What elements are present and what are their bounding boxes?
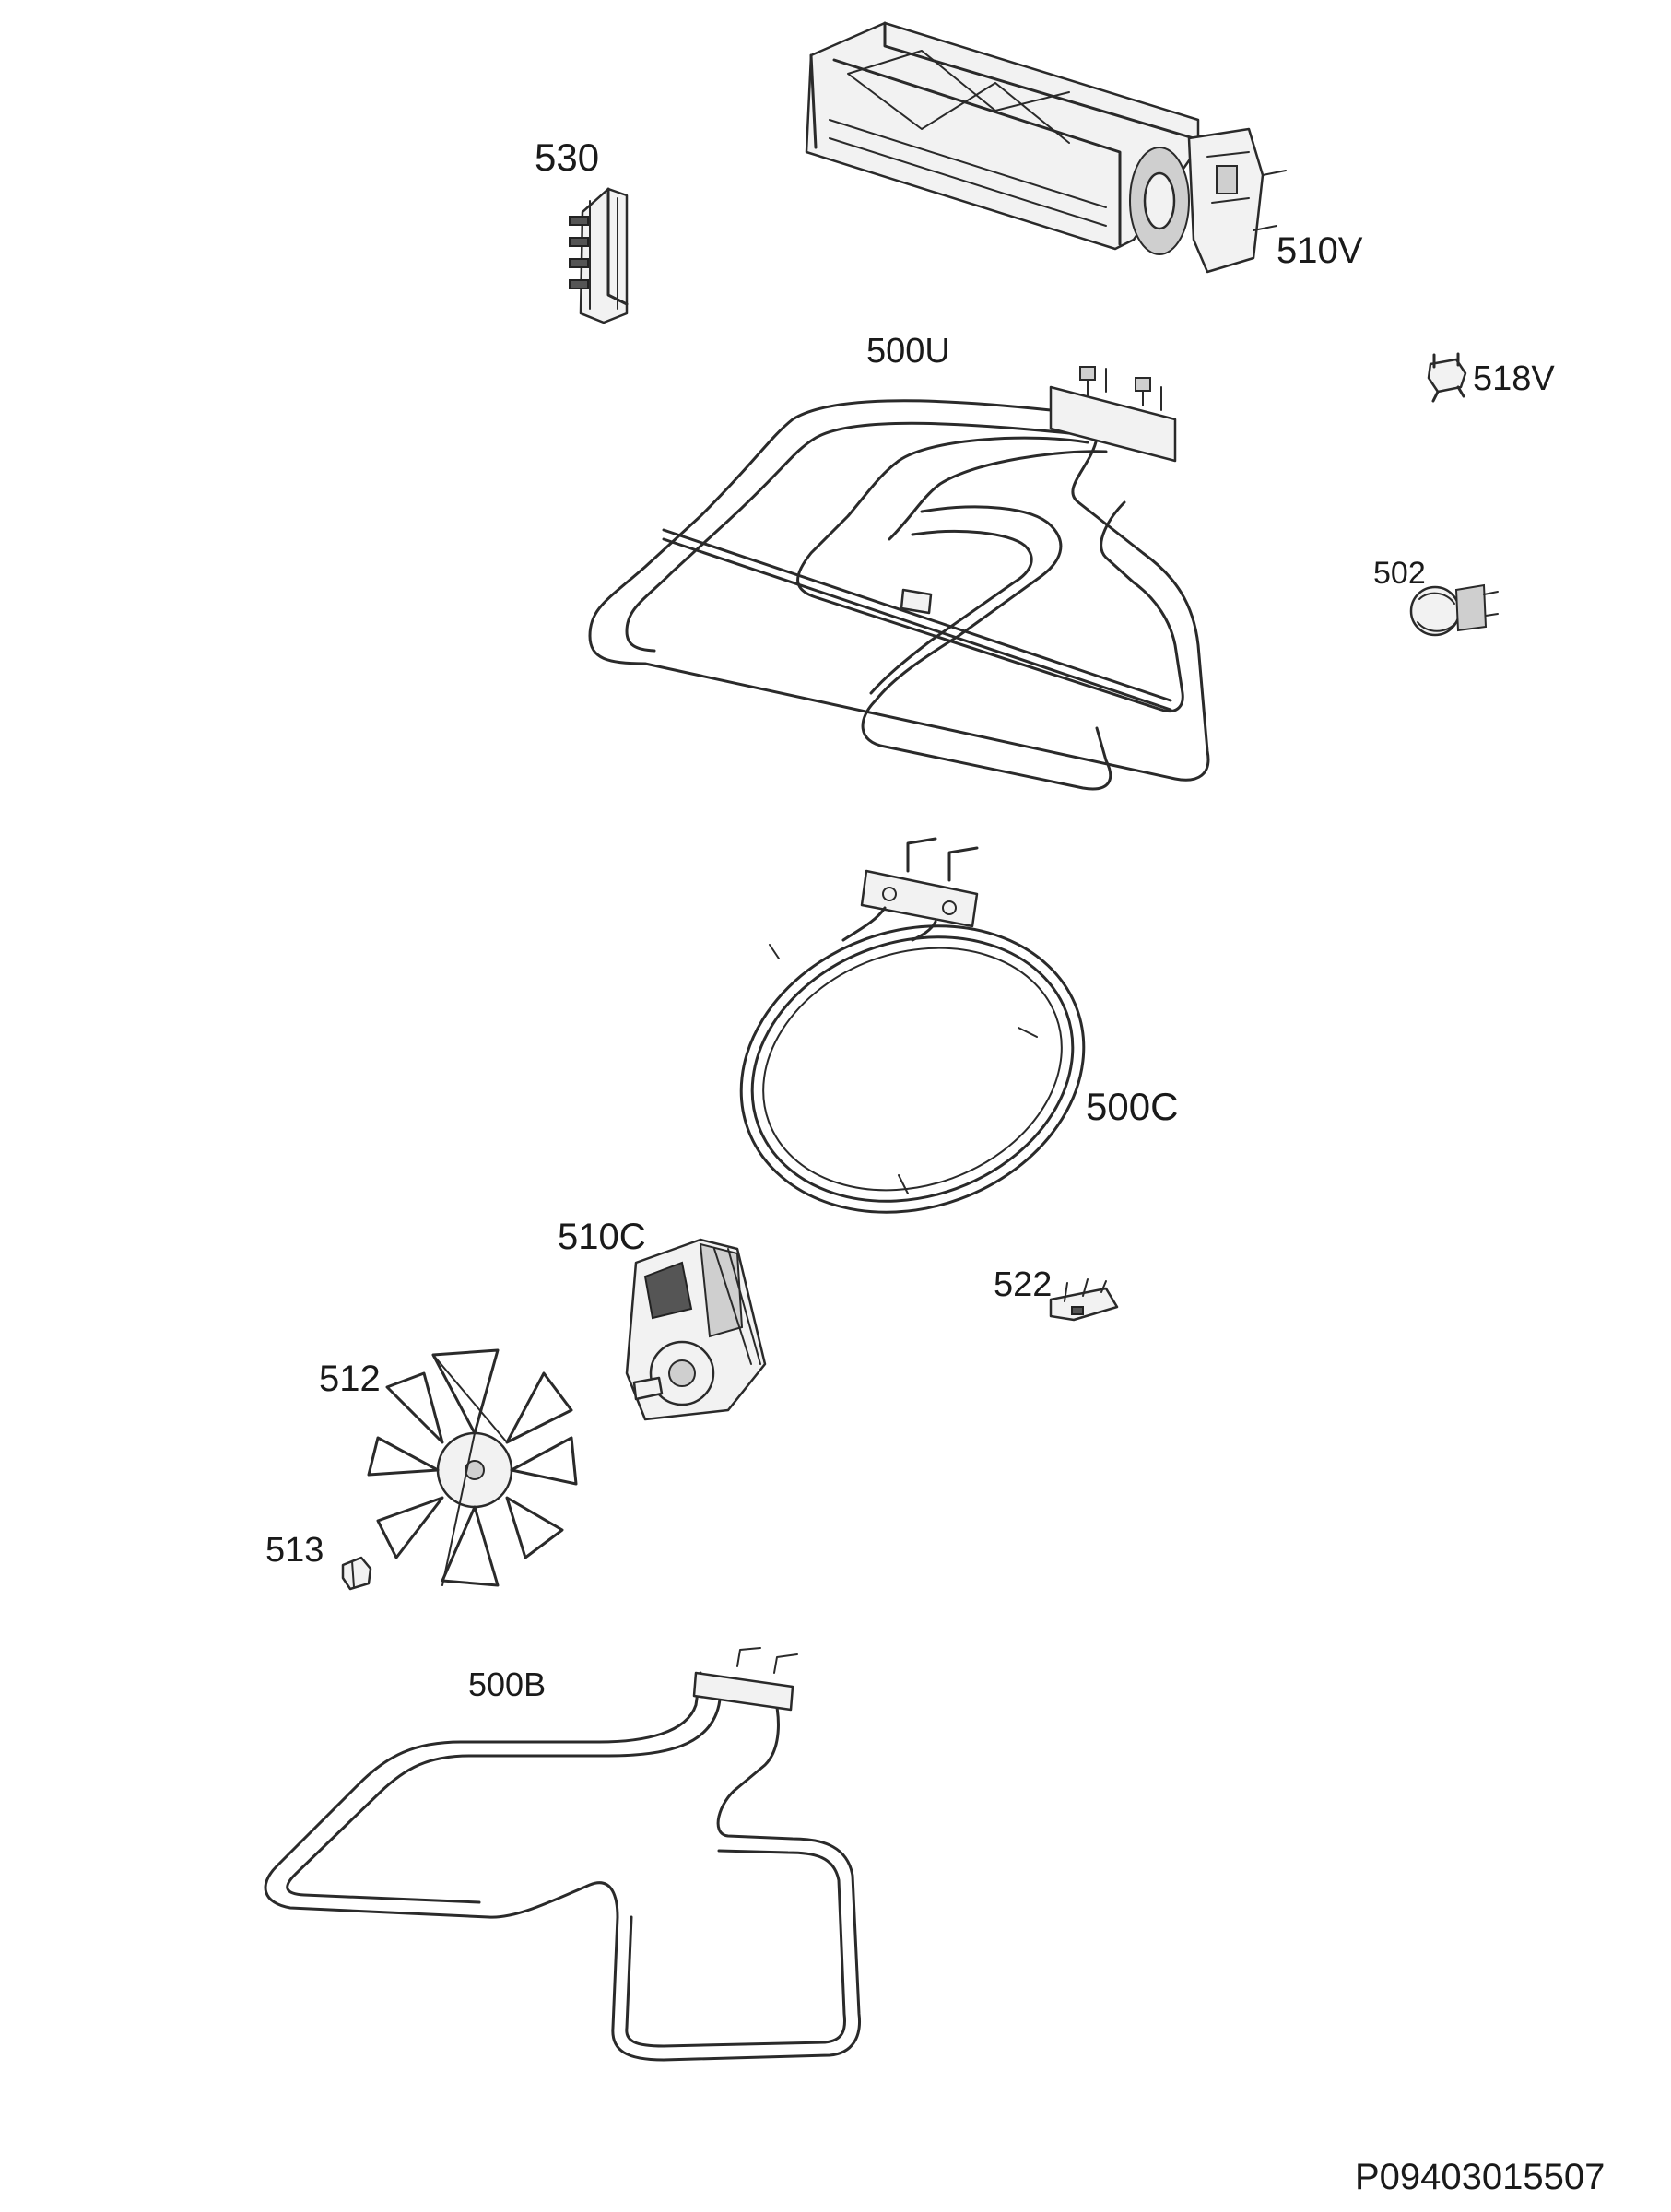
part-510c-fan-motor	[625, 1238, 767, 1421]
callout-518v: 518V	[1473, 359, 1555, 398]
part-500u-grill-element	[588, 366, 1210, 791]
part-518v-clip	[1427, 352, 1467, 403]
callout-500c: 500C	[1086, 1085, 1179, 1128]
callout-530: 530	[535, 135, 600, 179]
part-500b-bottom-element	[264, 1647, 862, 2062]
part-502-lamp-holder	[1409, 583, 1499, 637]
callout-500u: 500U	[866, 332, 950, 371]
callout-513: 513	[265, 1531, 324, 1570]
part-510v-tangential-fan	[805, 21, 1287, 274]
callout-512: 512	[319, 1359, 381, 1399]
drawing-id: P09403015507	[1355, 2157, 1606, 2197]
part-500c-circular-element	[739, 837, 1086, 1214]
callout-500b: 500B	[468, 1665, 547, 1703]
callout-510v: 510V	[1277, 230, 1363, 271]
part-522-connector	[1049, 1278, 1119, 1322]
part-512-fan-impeller	[367, 1348, 578, 1587]
part-513-nut	[341, 1556, 372, 1591]
callout-510c: 510C	[558, 1217, 646, 1257]
part-530-terminal-block	[569, 187, 629, 324]
callout-522: 522	[994, 1265, 1053, 1304]
callout-502: 502	[1373, 556, 1426, 591]
